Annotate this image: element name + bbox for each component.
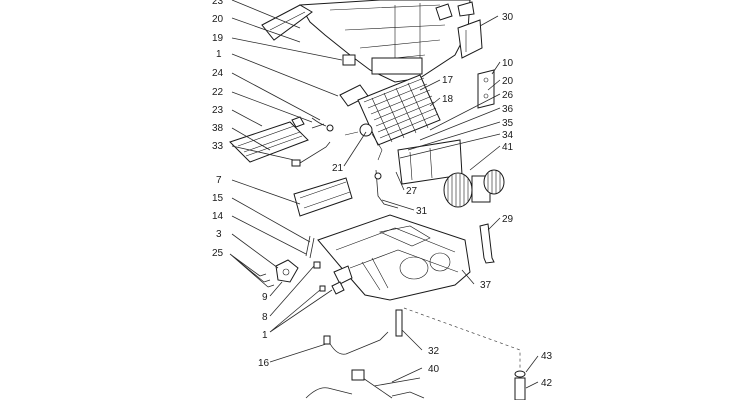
label-7: 7 — [216, 175, 222, 186]
label-27: 27 — [406, 186, 418, 197]
label-41: 41 — [502, 142, 514, 153]
label-38: 38 — [212, 123, 224, 134]
filter-tray — [293, 177, 353, 217]
small-clip-part — [342, 54, 356, 66]
part-labels: 23 20 19 1 24 22 23 38 33 7 15 14 3 25 9… — [212, 0, 553, 389]
label-15: 15 — [212, 193, 224, 204]
label-9: 9 — [262, 292, 268, 303]
heater-core — [229, 116, 309, 163]
screws-25 — [259, 273, 275, 288]
label-21: 21 — [332, 163, 344, 174]
temperature-sensor — [291, 141, 331, 167]
label-30: 30 — [502, 12, 514, 23]
label-42: 42 — [541, 378, 553, 389]
leader-lines — [229, 0, 539, 389]
label-18: 18 — [442, 94, 454, 105]
label-40: 40 — [428, 364, 440, 375]
side-panel-30 — [435, 1, 483, 59]
label-33: 33 — [212, 141, 224, 152]
label-14: 14 — [212, 211, 224, 222]
label-25: 25 — [212, 248, 224, 259]
lower-housing — [317, 214, 471, 301]
bracket-29 — [479, 223, 495, 264]
label-22: 22 — [212, 87, 224, 98]
pipe-clip — [326, 124, 334, 132]
label-20b: 20 — [502, 76, 514, 87]
label-1b: 1 — [262, 330, 268, 341]
label-23: 23 — [212, 105, 224, 116]
expansion-valve — [344, 123, 383, 161]
label-19: 19 — [212, 33, 224, 44]
drain-clip — [374, 172, 382, 180]
label-17: 17 — [442, 75, 454, 86]
blower-fan — [443, 169, 505, 208]
heater-pipe — [311, 117, 327, 129]
label-20: 20 — [212, 14, 224, 25]
small-clips — [313, 261, 353, 295]
label-8: 8 — [262, 312, 268, 323]
top-housing-cover — [299, 0, 471, 83]
label-29: 29 — [502, 214, 514, 225]
reference-dashed-line — [403, 307, 521, 370]
label-10: 10 — [502, 58, 514, 69]
label-16: 16 — [258, 358, 270, 369]
label-23-top: 23 — [212, 0, 224, 7]
drain-pipe-31 — [375, 169, 399, 209]
drain-tube-42-43 — [514, 370, 526, 400]
label-32: 32 — [428, 346, 440, 357]
wiring-harness-40 — [305, 369, 425, 399]
label-36: 36 — [502, 104, 514, 115]
label-26: 26 — [502, 90, 514, 101]
label-1a: 1 — [216, 49, 222, 60]
actuator-rod — [305, 235, 315, 259]
wiring-harness-32 — [323, 309, 403, 355]
label-35: 35 — [502, 118, 514, 129]
label-34: 34 — [502, 130, 514, 141]
label-43: 43 — [541, 351, 553, 362]
actuator-9 — [275, 259, 299, 283]
label-31: 31 — [416, 206, 428, 217]
mount-bracket — [477, 69, 495, 109]
label-3: 3 — [216, 229, 222, 240]
label-24: 24 — [212, 68, 224, 79]
label-37: 37 — [480, 280, 492, 291]
